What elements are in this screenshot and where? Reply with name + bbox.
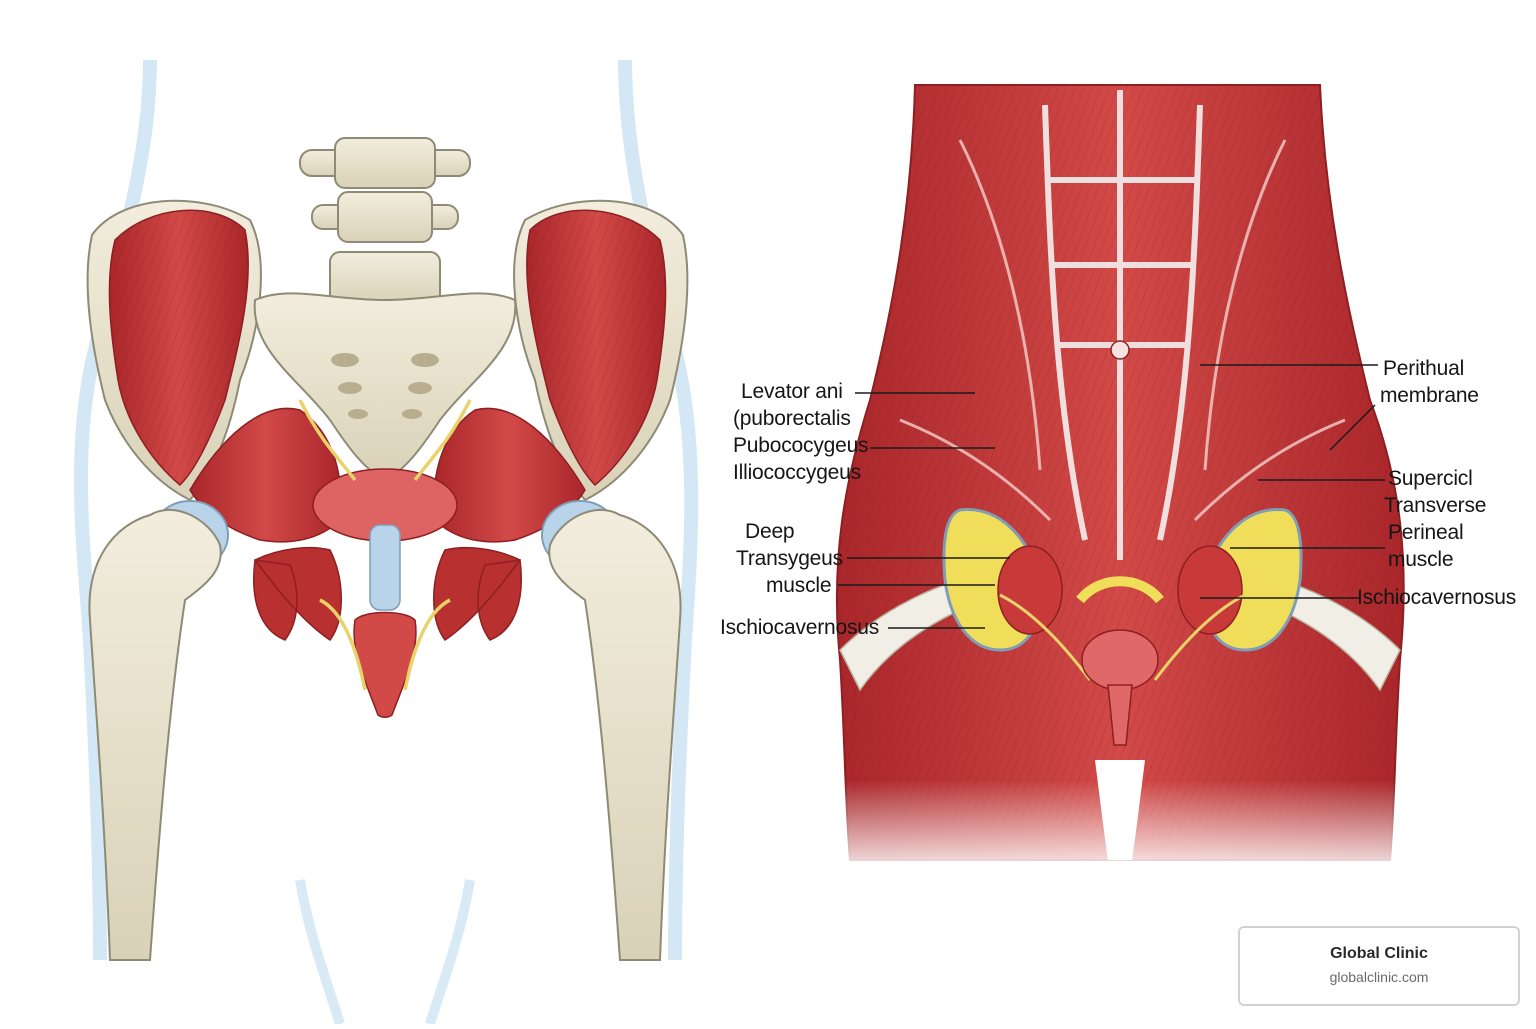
right-torso-figure — [820, 84, 1430, 880]
left-femur — [88, 508, 222, 961]
leader-lines — [838, 364, 1385, 629]
label-ischiocavernosus-left: Ischiocavernosus — [720, 616, 880, 639]
label-pubococcygeus: Pubococygeus — [733, 434, 869, 457]
rectus-abdominis — [1042, 90, 1203, 560]
pelvic-nerves — [298, 399, 472, 691]
label-membrane: membrane — [1380, 384, 1479, 407]
sacral-foramina — [331, 353, 439, 419]
label-transygeus: Transygeus — [736, 547, 843, 570]
label-supercicl: Supercicl — [1388, 467, 1473, 490]
label-levator-ani: Levator ani — [741, 380, 843, 403]
label-muscle-left: muscle — [766, 574, 832, 597]
left-body-outline — [73, 59, 699, 961]
brand-url[interactable]: globalclinic.com — [1329, 969, 1429, 985]
lumbar-spine — [299, 137, 471, 305]
pubic-symphysis — [369, 524, 401, 611]
right-ischiocavernosus-muscle — [1177, 545, 1243, 635]
label-transverse: Transverse — [1384, 494, 1487, 517]
label-perithual: Perithual — [1383, 357, 1465, 380]
left-ischiocavernosus-muscle — [997, 545, 1063, 635]
left-pelvis-figure — [73, 59, 699, 1026]
perineal-nerves — [999, 593, 1246, 681]
label-perineal: Perineal — [1388, 521, 1464, 544]
perineal-body — [1081, 629, 1159, 691]
urethra-genital-structure — [353, 611, 417, 718]
right-femur — [548, 508, 682, 961]
pubic-arch — [1076, 576, 1164, 604]
navel — [1110, 340, 1130, 360]
label-ischiocavernosus-right: Ischiocavernosus — [1357, 586, 1517, 609]
label-muscle-right: muscle — [1388, 548, 1454, 571]
label-puborectalis: (puborectalis — [733, 407, 851, 430]
right-obturator-muscle — [433, 546, 522, 642]
label-iliococcygeus: Illiococcygeus — [733, 461, 861, 484]
left-obturator-muscle — [253, 546, 342, 642]
label-deep: Deep — [745, 520, 795, 543]
brand-name: Global Clinic — [1330, 945, 1428, 962]
brand-card: Global Clinic globalclinic.com — [1238, 926, 1520, 1006]
oblique-muscle-lines — [899, 139, 1346, 522]
sacrum — [253, 292, 517, 482]
